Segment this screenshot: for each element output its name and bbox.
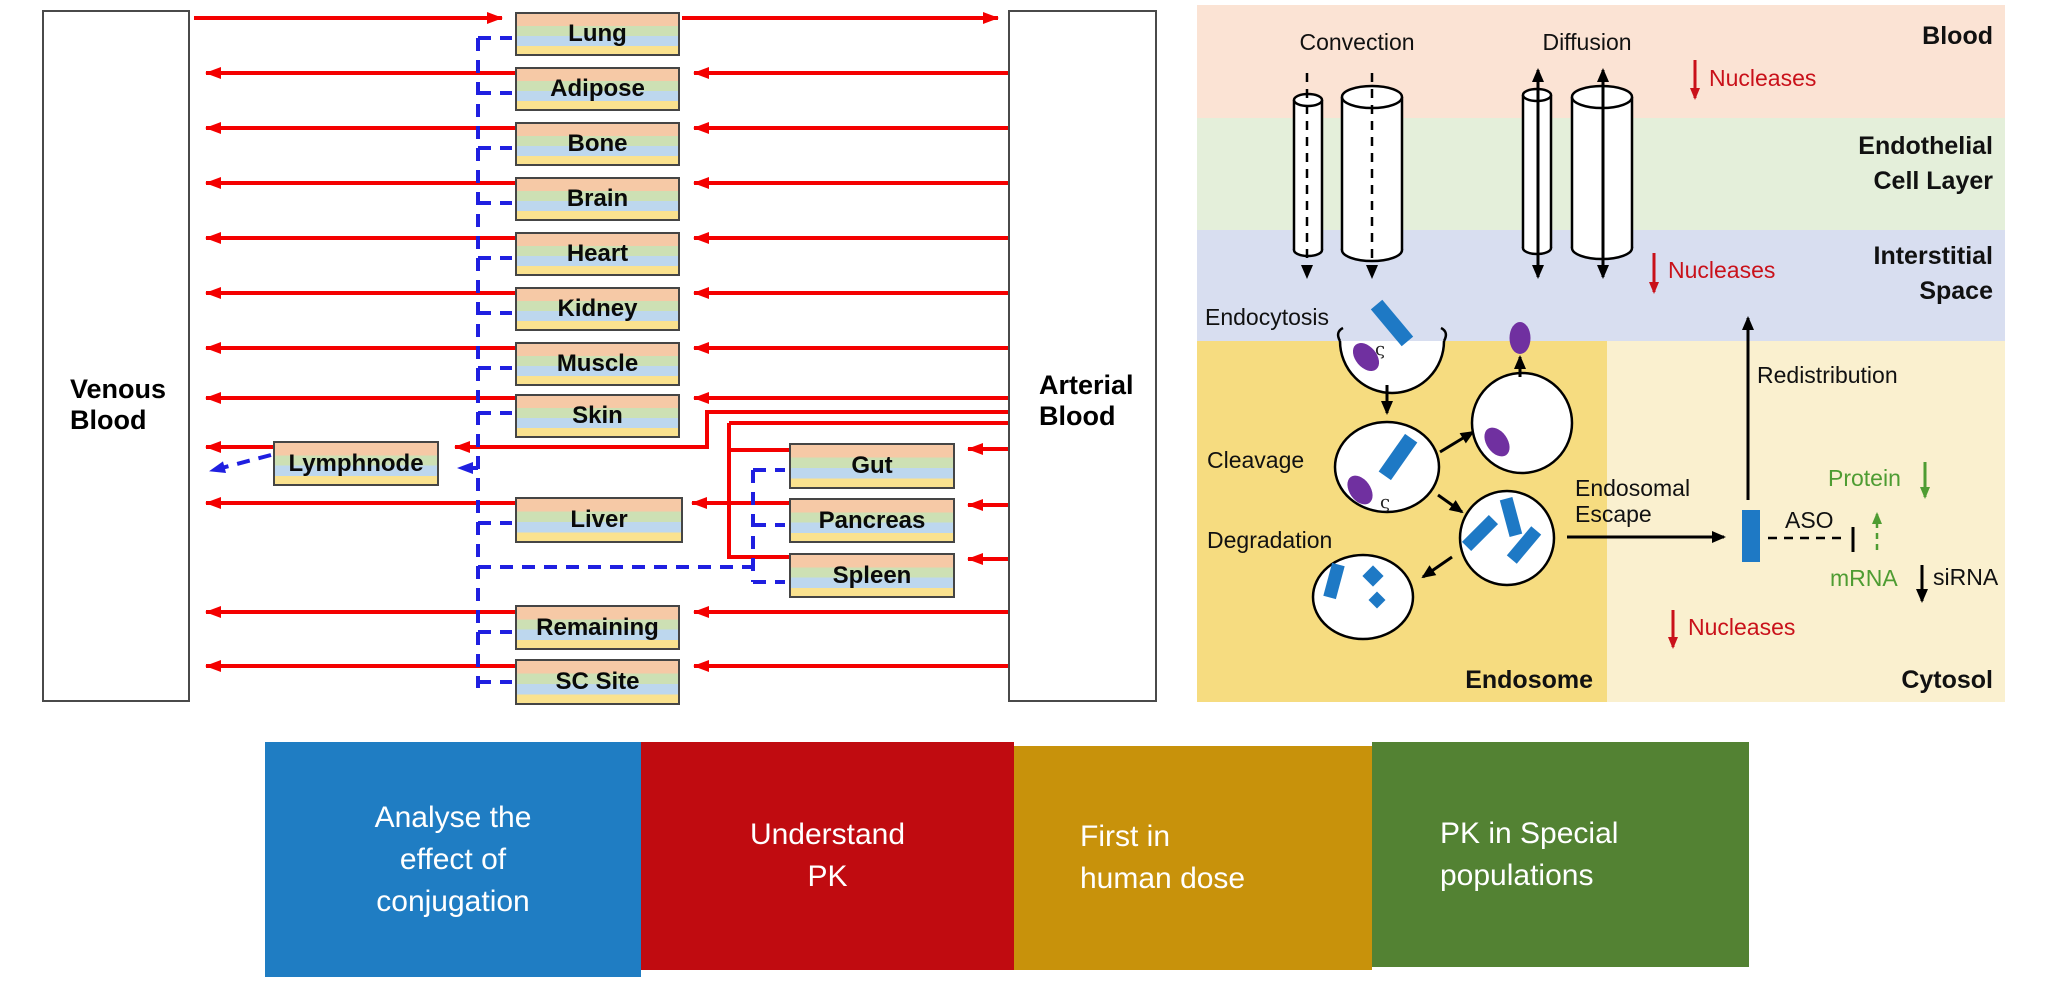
nucleases-arrows [1649,60,1700,649]
linker-squiggle: ς [1380,492,1390,513]
blood-band-label: Blood [1922,22,1993,50]
sirna-label: siRNA [1933,564,1999,590]
goal-bar: Analyse the effect of conjugation Unders… [0,740,2048,981]
organ-box-brain: Brain [515,177,680,221]
organ-box-gut: Gut [789,443,955,489]
nucleases-label-interstitial: Nucleases [1668,257,1776,283]
organ-box-muscle: Muscle [515,342,680,386]
interstitial-band-label: Interstitial Space [1873,242,1993,305]
diffusion-label: Diffusion [1542,29,1632,55]
endosome-band-label: Endosome [1465,666,1593,694]
endocytosis-label: Endocytosis [1205,304,1330,330]
cell-distribution-diagram: ς ς [1197,5,2005,702]
organ-box-pancreas: Pancreas [789,498,955,543]
convection-cylinders [1292,73,1404,279]
goal-box-special-populations: PK in Special populations [1372,742,1749,967]
organ-box-liver: Liver [515,497,683,543]
cytosol-band-label: Cytosol [1901,666,1993,694]
organ-box-skin: Skin [515,394,680,438]
organ-box-lung: Lung [515,12,680,56]
goal-box-understand-pk: Understand PK [641,742,1014,970]
organ-box-heart: Heart [515,232,680,276]
nucleases-label-cytosol: Nucleases [1688,614,1796,640]
endosome-vesicles: ς [1311,322,1574,641]
aso-label: ASO [1785,507,1834,533]
organ-box-bone: Bone [515,122,680,166]
venous-blood-compartment: Venous Blood [42,10,190,702]
organ-box-sc-site: SC Site [515,659,680,705]
organ-box-remaining: Remaining [515,605,680,650]
cytosol-pathway [1567,316,1930,603]
organ-box-lymphnode: Lymphnode [273,441,439,486]
protein-label: Protein [1828,465,1901,491]
diffusion-cylinders [1521,68,1634,279]
endocytosis-vesicle: ς [1336,299,1448,395]
released-ligand [1509,322,1531,354]
arterial-blood-label: Arterial Blood [1039,370,1134,431]
goal-box-conjugation: Analyse the effect of conjugation [265,742,641,977]
mrna-label: mRNA [1830,565,1898,591]
nucleases-label-blood: Nucleases [1709,65,1817,91]
lymph-flow-blue-dashed-arrows [209,36,785,688]
organ-box-adipose: Adipose [515,67,680,111]
endosomal-escape-label: Endosomal Escape [1575,475,1691,527]
venous-blood-label: Venous Blood [70,374,167,435]
pbpk-flow-diagram: Venous Blood Arterial Blood Lung Adipose… [0,0,1180,710]
arterial-blood-compartment: Arterial Blood [1008,10,1157,702]
convection-label: Convection [1299,29,1415,55]
organ-box-kidney: Kidney [515,287,680,331]
cleavage-label: Cleavage [1207,447,1305,473]
cell-diagram-shapes-layer: ς ς [1292,60,1930,649]
degradation-label: Degradation [1207,527,1333,553]
cytosolic-aso [1742,510,1760,562]
redistribution-label: Redistribution [1757,362,1898,388]
organ-box-spleen: Spleen [789,553,955,598]
endothelial-band-label: Endothelial Cell Layer [1858,132,1993,195]
linker-squiggle: ς [1375,339,1385,360]
pbpk-arrows-layer [194,12,1008,688]
goal-box-first-in-human: First in human dose [1014,746,1372,970]
blood-flow-red-arrows [194,12,1008,672]
